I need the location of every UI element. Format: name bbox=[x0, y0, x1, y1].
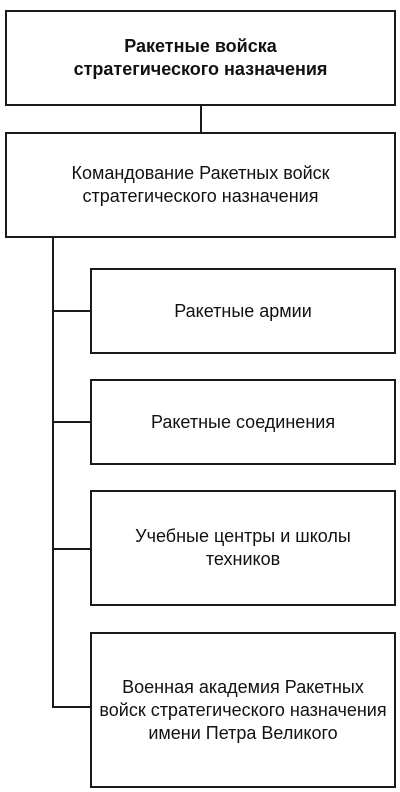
child-node-label: Ракетные армии bbox=[174, 300, 312, 321]
child-node-military-academy: Военная академия Ракетных войск стратеги… bbox=[90, 632, 396, 788]
child-node-label: Учебные центры и школы техников bbox=[135, 526, 351, 569]
connector-trunk bbox=[52, 238, 54, 707]
command-node-label: Командование Ракетных войск стратегическ… bbox=[71, 163, 330, 206]
child-node-label: Военная академия Ракетных войск стратеги… bbox=[99, 676, 387, 743]
connector-branch-2 bbox=[52, 548, 90, 550]
command-node: Командование Ракетных войск стратегическ… bbox=[5, 132, 396, 238]
child-node-training-centers: Учебные центры и школы техников bbox=[90, 490, 396, 606]
child-node-missile-armies: Ракетные армии bbox=[90, 268, 396, 354]
root-node: Ракетные войска стратегического назначен… bbox=[5, 10, 396, 106]
root-node-label: Ракетные войска стратегического назначен… bbox=[73, 36, 328, 79]
connector-branch-0 bbox=[52, 310, 90, 312]
connector-branch-1 bbox=[52, 421, 90, 423]
child-node-missile-formations: Ракетные соединения bbox=[90, 379, 396, 465]
connector-root-to-command bbox=[200, 106, 202, 132]
child-node-label: Ракетные соединения bbox=[150, 411, 336, 432]
connector-branch-3 bbox=[52, 706, 90, 708]
